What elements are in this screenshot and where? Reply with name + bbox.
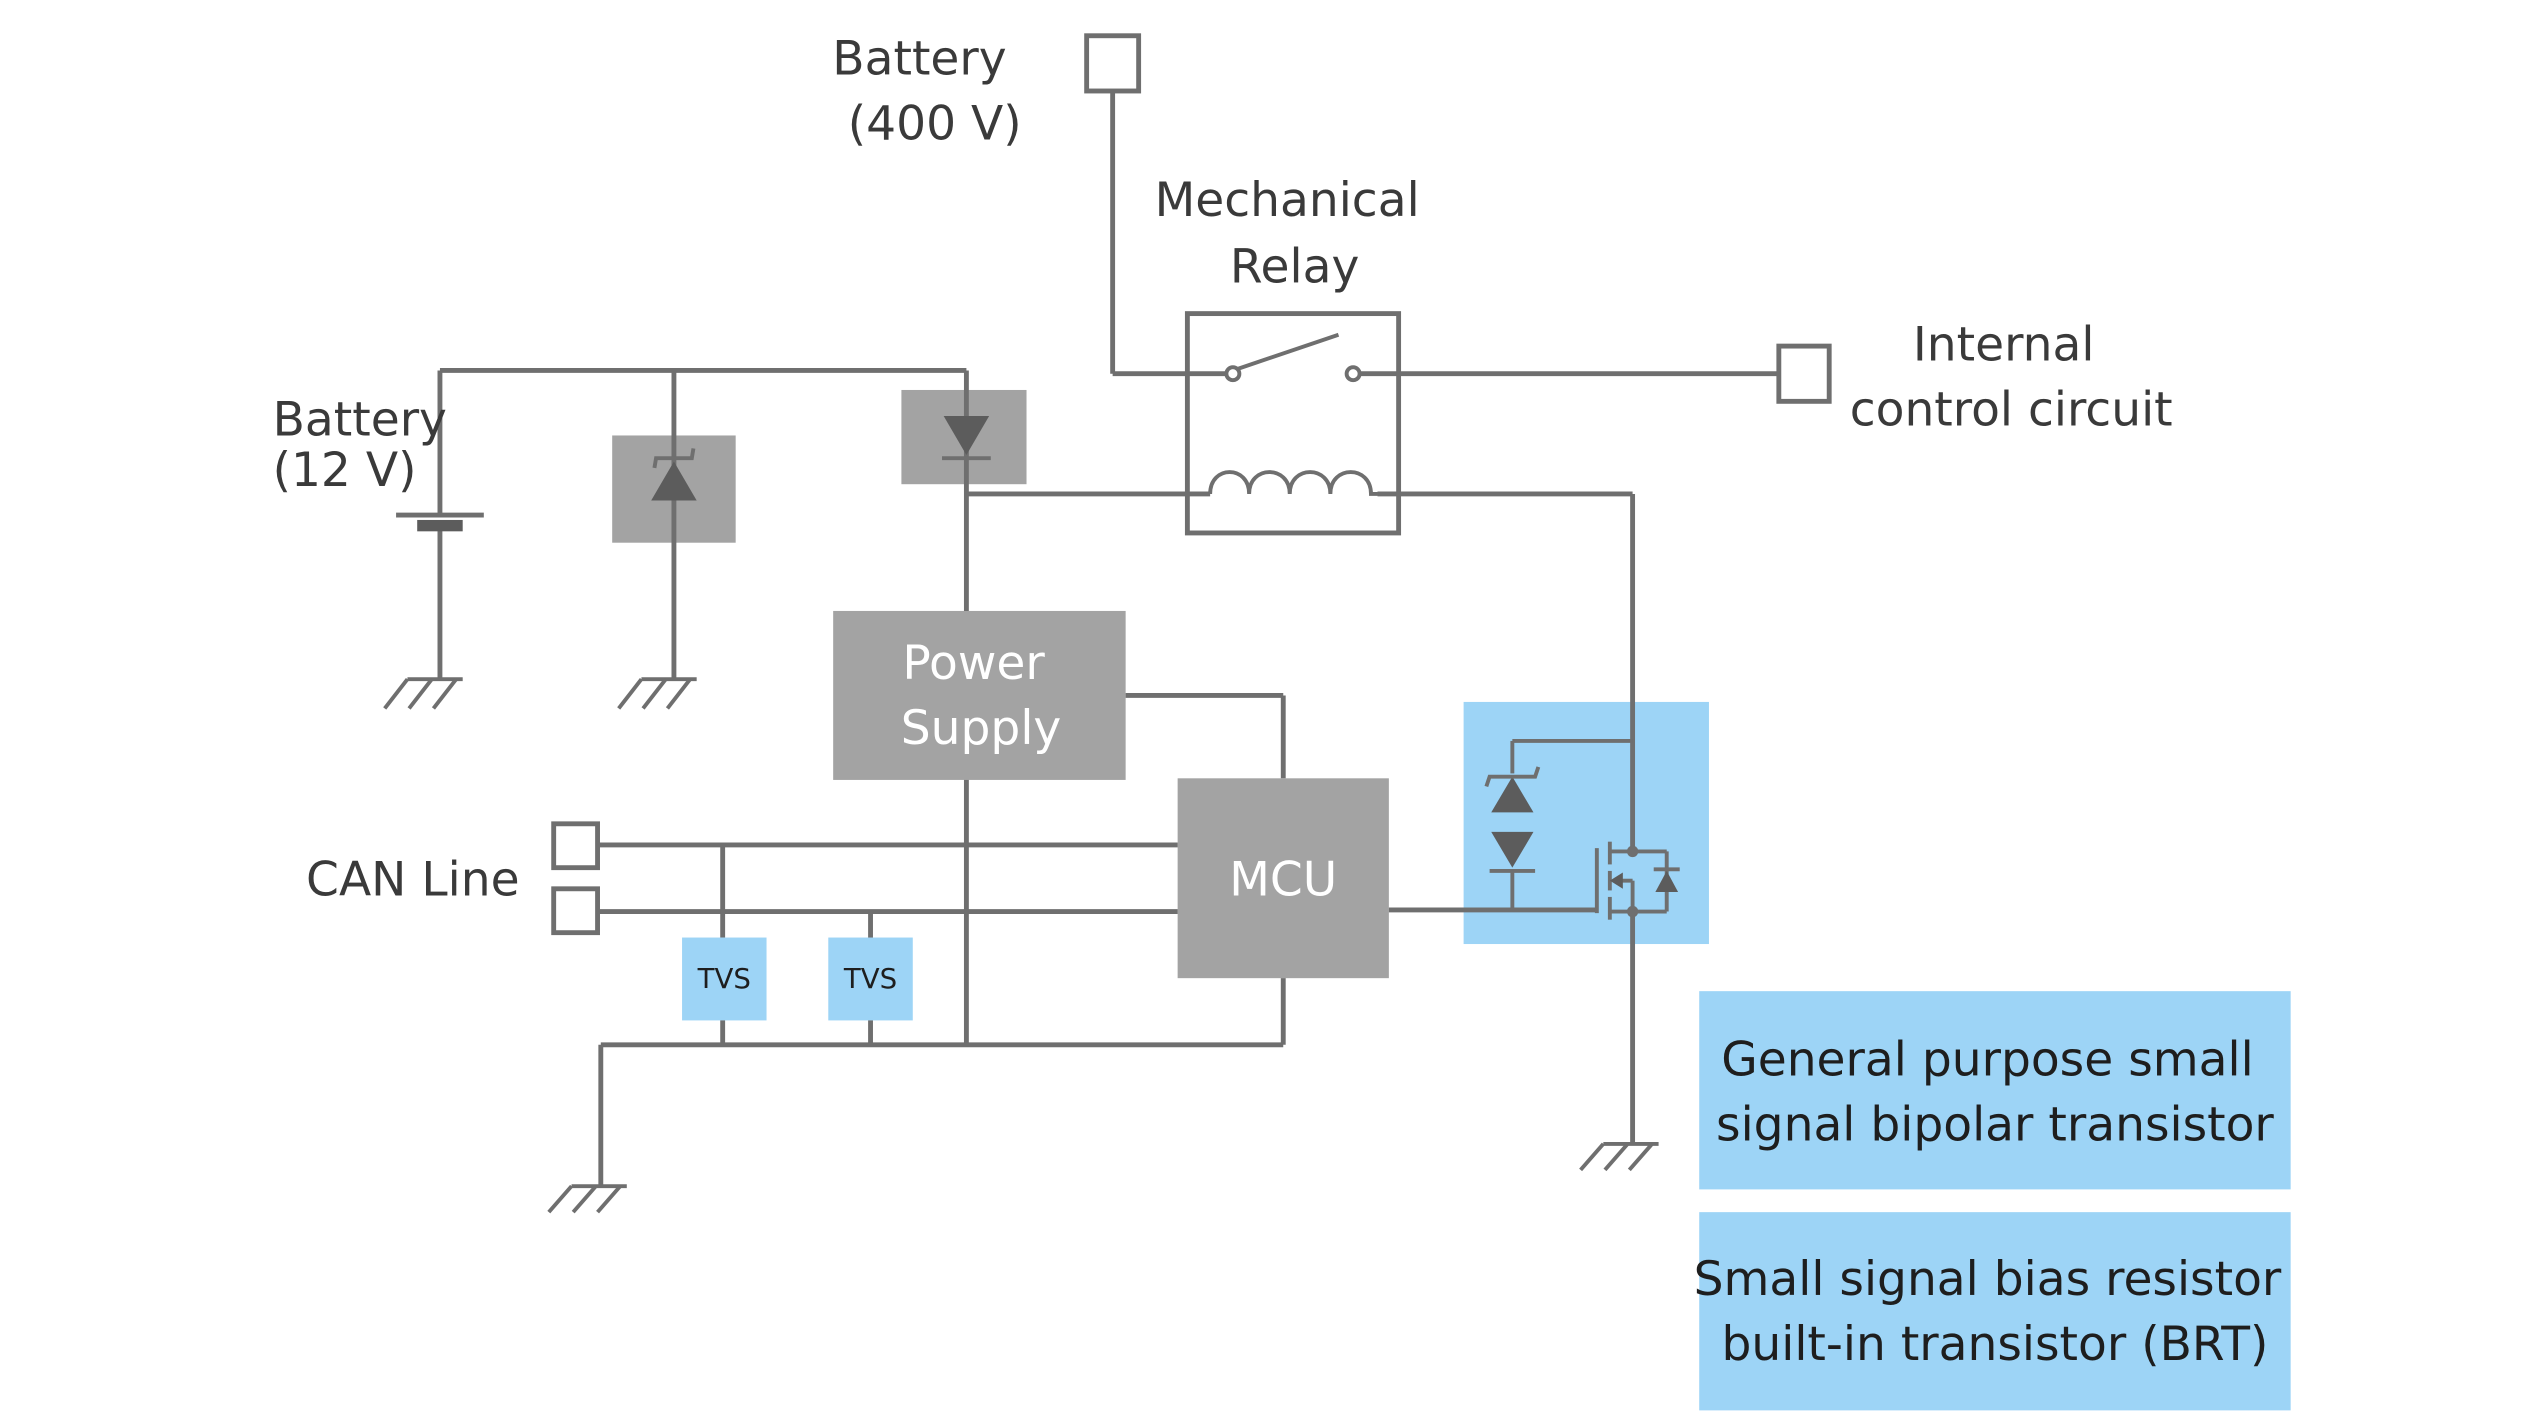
ground-icon-can xyxy=(547,1184,627,1214)
mcu-box xyxy=(1177,778,1389,979)
ground-icon-battery xyxy=(383,677,463,710)
battery-400v-terminal xyxy=(1084,33,1142,94)
mechanical-relay-label: Mechanical Relay xyxy=(1155,173,1435,295)
legend-box-brt xyxy=(1699,1212,2291,1411)
ground-icon-zener xyxy=(617,677,697,710)
internal-control-label: Internal control circuit xyxy=(1850,318,2173,438)
tvs-box-1 xyxy=(682,937,767,1021)
can-line-label: CAN Line xyxy=(306,852,520,907)
battery-400v-label: Battery (400 V) xyxy=(832,32,1021,152)
zener-diode-icon xyxy=(651,448,697,501)
tvs-box-2 xyxy=(828,937,913,1021)
circuit-wires xyxy=(437,90,1779,1187)
battery-12v-icon xyxy=(396,512,484,532)
power-supply-label: Power Supply xyxy=(901,636,1062,756)
relay-coil-icon xyxy=(1208,470,1378,496)
legend-brt-label: Small signal bias resistor built-in tran… xyxy=(1694,1252,2297,1372)
mcu-label: MCU xyxy=(1229,852,1337,907)
ground-icon-mosfet xyxy=(1579,1141,1659,1172)
can-terminal-low xyxy=(551,886,600,936)
legend-bipolar-label: General purpose small signal bipolar tra… xyxy=(1716,1033,2274,1153)
internal-control-terminal xyxy=(1776,343,1832,404)
legend-box-bipolar xyxy=(1699,991,2291,1190)
power-supply-box xyxy=(833,610,1126,780)
can-terminal-high xyxy=(551,821,600,871)
tvs-label-1: TVS xyxy=(697,962,751,995)
tvs-label-2: TVS xyxy=(843,962,897,995)
mosfet-icon xyxy=(1484,738,1680,920)
mechanical-relay xyxy=(1184,311,1402,536)
battery-12v-label: Battery (12 V) xyxy=(273,392,462,497)
rectifier-diode-icon xyxy=(942,415,991,461)
